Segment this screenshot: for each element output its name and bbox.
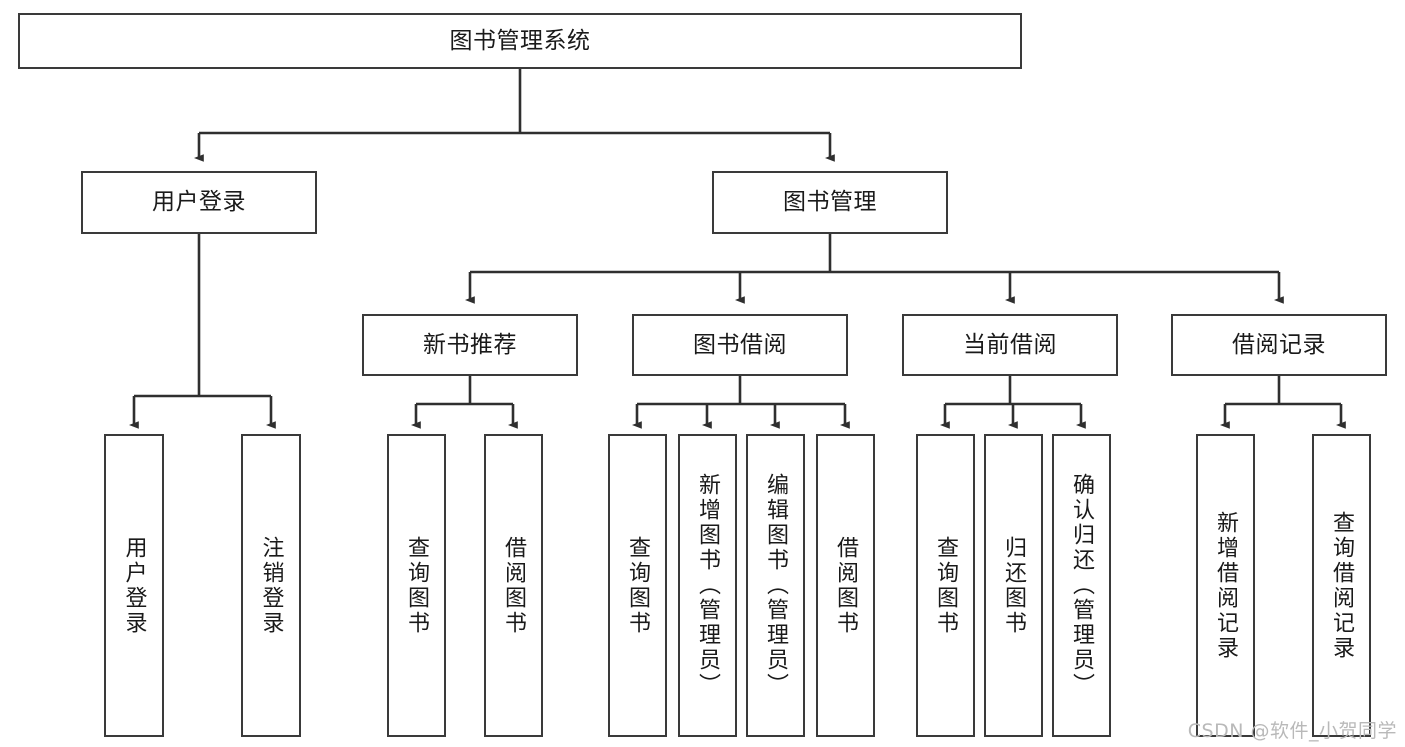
leaf-return-book[interactable]: 归还图书 xyxy=(984,434,1043,737)
node-label: 借阅图书 xyxy=(501,535,527,636)
node-label: 用户登录 xyxy=(152,189,246,216)
leaf-logout-login[interactable]: 注销登录 xyxy=(241,434,301,737)
csdn-watermark: CSDN @软件_小贺同学 xyxy=(1187,720,1397,742)
leaf-add-book-admin[interactable]: 新增图书（管理员） xyxy=(678,434,737,737)
node-label: 查询图书 xyxy=(933,535,959,636)
node-label: 借阅记录 xyxy=(1232,331,1326,358)
node-book-borrow[interactable]: 图书借阅 xyxy=(632,314,848,376)
leaf-user-login[interactable]: 用户登录 xyxy=(104,434,164,737)
node-label: 编辑图书（管理员） xyxy=(763,473,789,698)
leaf-borrow-book-recommend[interactable]: 借阅图书 xyxy=(484,434,543,737)
node-label: 当前借阅 xyxy=(963,331,1057,358)
node-user-login[interactable]: 用户登录 xyxy=(81,171,317,234)
node-label: 归还图书 xyxy=(1001,535,1027,636)
node-label: 图书借阅 xyxy=(693,331,787,358)
leaf-query-book-borrow[interactable]: 查询图书 xyxy=(608,434,667,737)
node-label: 确认归还（管理员） xyxy=(1069,473,1095,698)
leaf-borrow-book[interactable]: 借阅图书 xyxy=(816,434,875,737)
leaf-query-borrow-record[interactable]: 查询借阅记录 xyxy=(1312,434,1371,737)
node-root-system[interactable]: 图书管理系统 xyxy=(18,13,1022,69)
node-label: 用户登录 xyxy=(121,535,147,636)
node-borrow-record[interactable]: 借阅记录 xyxy=(1171,314,1387,376)
node-book-management[interactable]: 图书管理 xyxy=(712,171,948,234)
leaf-query-book-recommend[interactable]: 查询图书 xyxy=(387,434,446,737)
node-label: 查询图书 xyxy=(625,535,651,636)
node-label: 查询图书 xyxy=(404,535,430,636)
leaf-query-book-current[interactable]: 查询图书 xyxy=(916,434,975,737)
node-label: 新书推荐 xyxy=(423,331,517,358)
node-label: 查询借阅记录 xyxy=(1329,510,1355,661)
leaf-confirm-return-admin[interactable]: 确认归还（管理员） xyxy=(1052,434,1111,737)
leaf-add-borrow-record[interactable]: 新增借阅记录 xyxy=(1196,434,1255,737)
node-label: 新增借阅记录 xyxy=(1213,510,1239,661)
node-label: 图书管理 xyxy=(783,189,877,216)
node-label: 图书管理系统 xyxy=(449,27,591,54)
node-label: 注销登录 xyxy=(258,535,284,636)
node-label: 借阅图书 xyxy=(833,535,859,636)
node-new-book-recommend[interactable]: 新书推荐 xyxy=(362,314,578,376)
leaf-edit-book-admin[interactable]: 编辑图书（管理员） xyxy=(746,434,805,737)
node-label: 新增图书（管理员） xyxy=(695,473,721,698)
node-current-borrow[interactable]: 当前借阅 xyxy=(902,314,1118,376)
